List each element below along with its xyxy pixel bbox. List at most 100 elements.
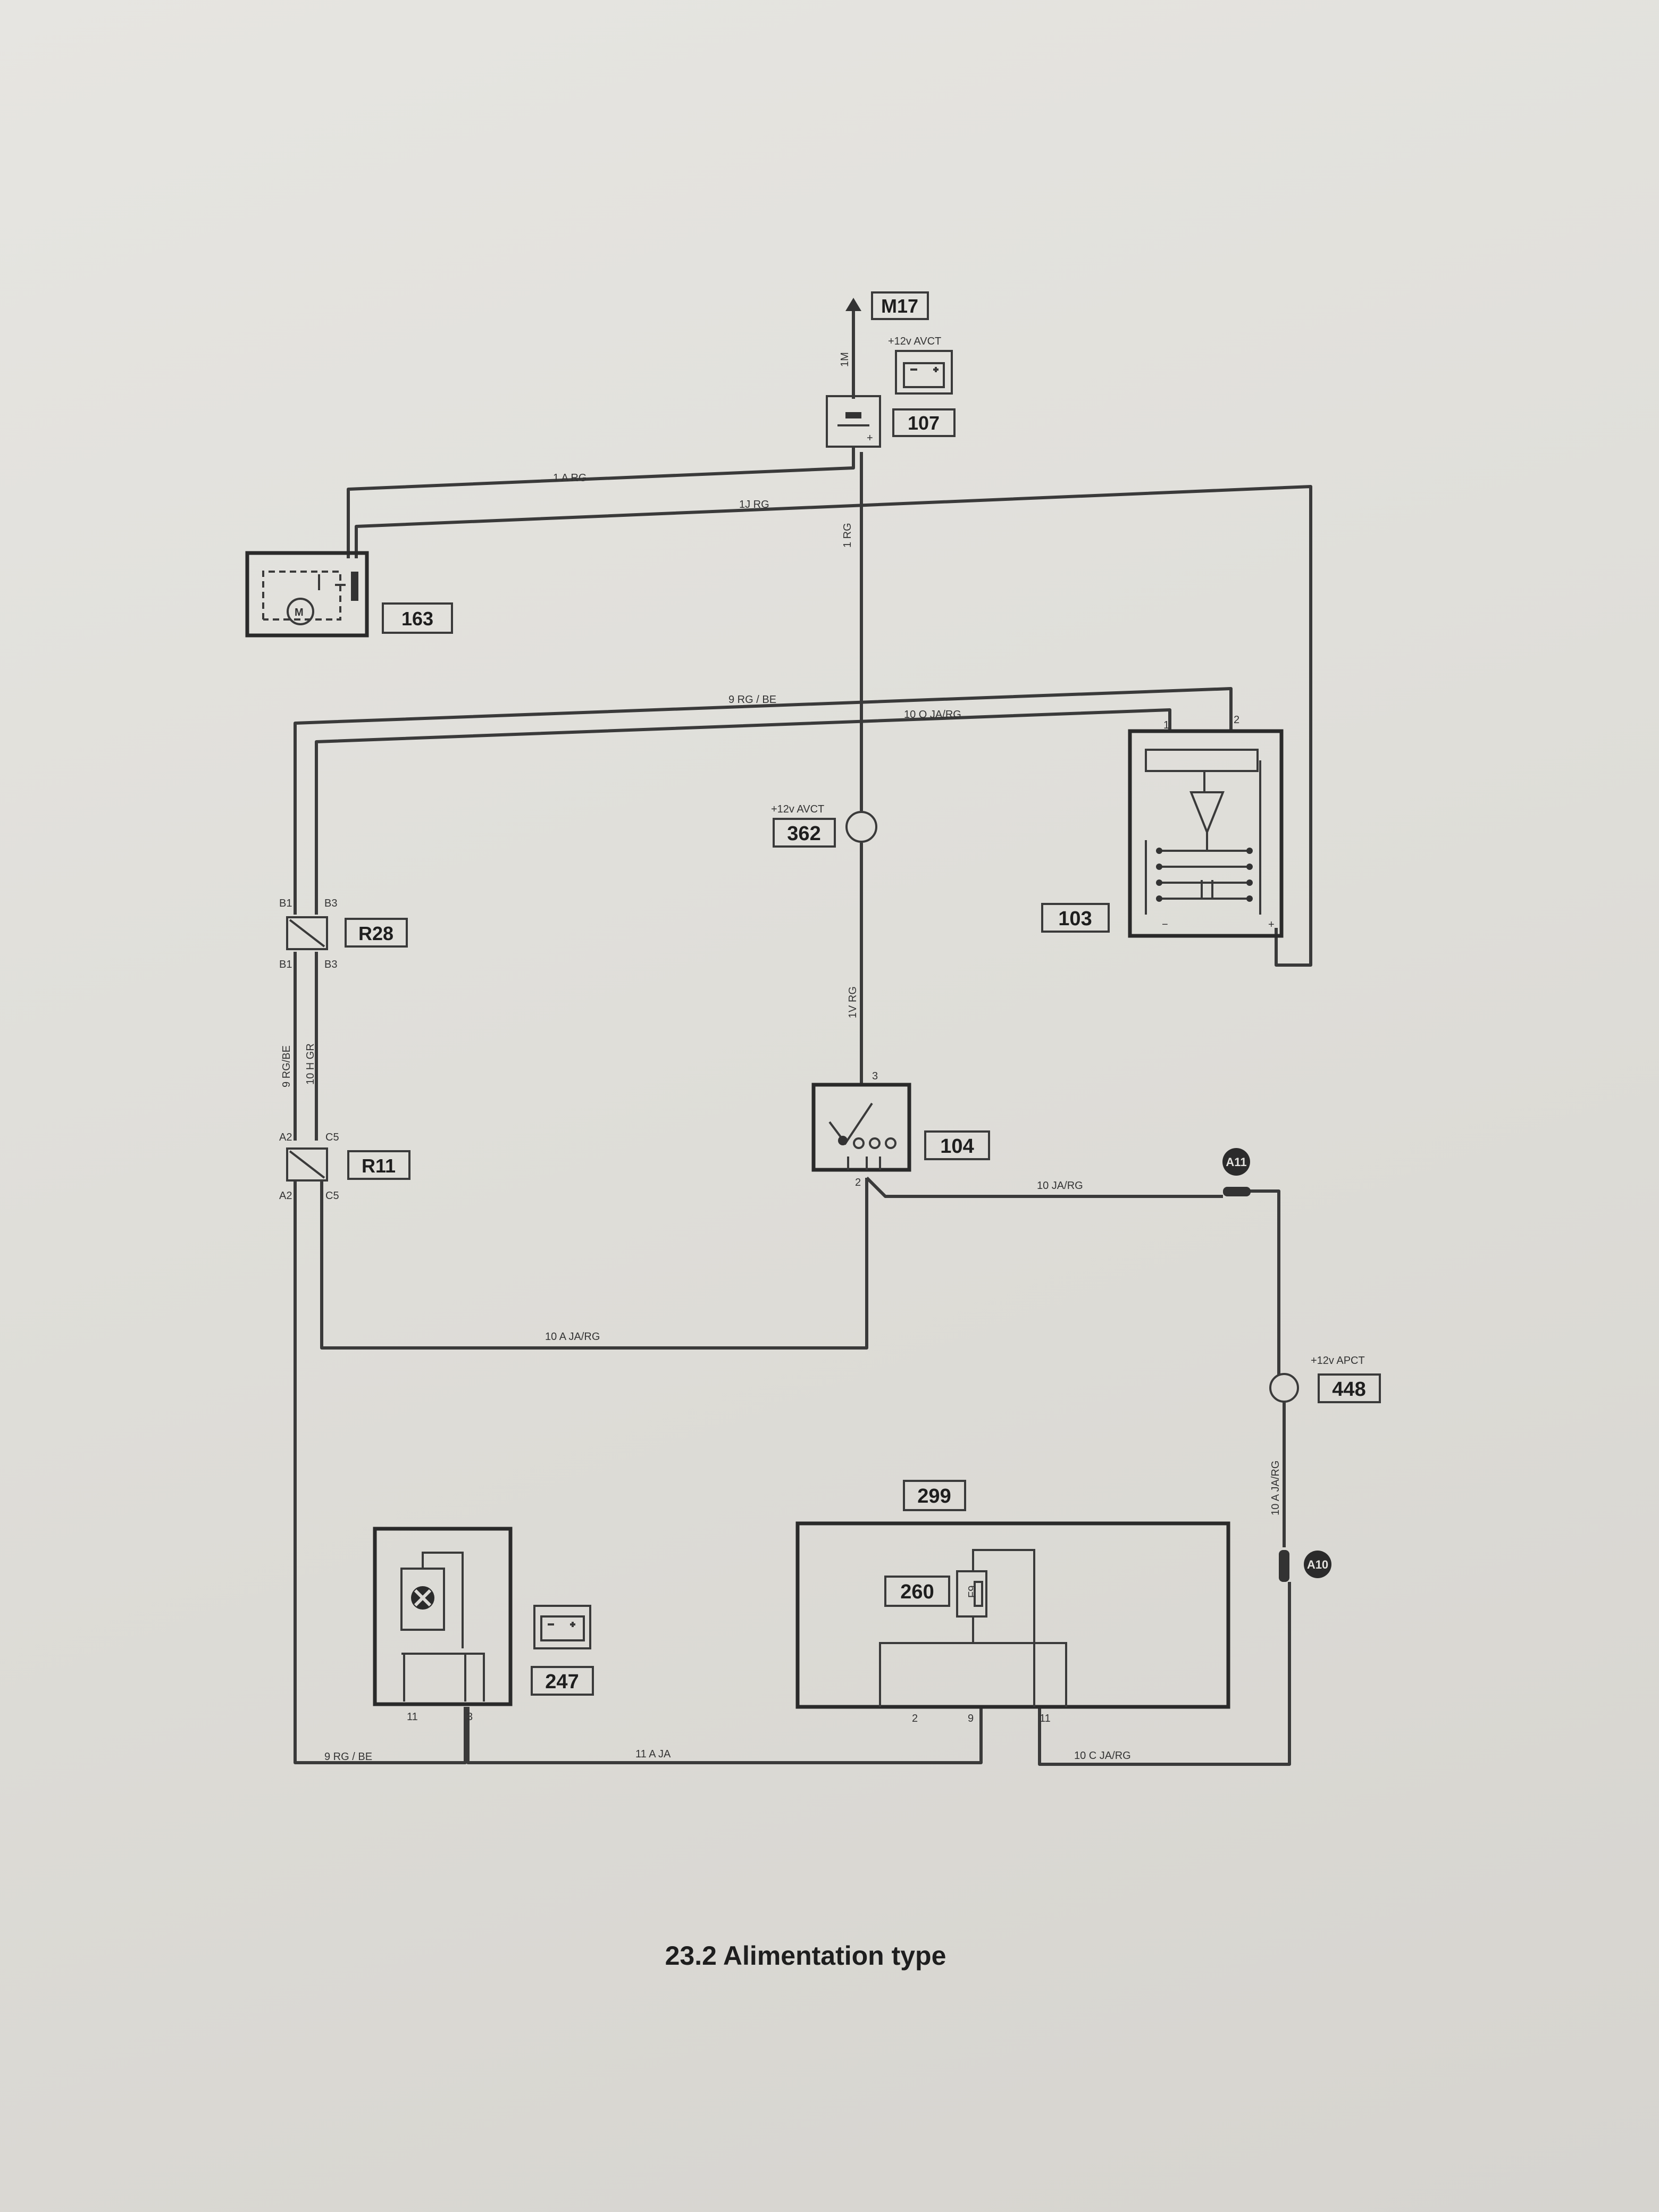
tag-448: 448 <box>1332 1378 1365 1401</box>
wire-1j-rg <box>355 485 1312 967</box>
diagram-caption: 23.2 Alimentation type <box>665 1941 946 1971</box>
battery-icon <box>903 362 945 388</box>
label-1j-rg: 1J RG <box>739 499 769 510</box>
wire-10-jarg-right <box>865 1176 1223 1198</box>
wire-10a-jarg-lower <box>320 1178 868 1350</box>
motor-label: M <box>295 607 304 618</box>
motor-icon <box>287 598 314 625</box>
label-10c-jarg: 10 C JA/RG <box>1074 1750 1131 1762</box>
label-1a-rg: 1 A RG <box>553 472 586 484</box>
wire-a11-to-448 <box>1250 1189 1280 1375</box>
tag-r11: R11 <box>362 1155 396 1177</box>
box-247 <box>373 1527 513 1706</box>
connector-r28: B1 B3 B1 B3 <box>279 898 337 970</box>
wire-9rg-be-lower <box>294 1180 467 1764</box>
connector-a10 <box>1279 1550 1289 1582</box>
battery-terminal-box <box>826 395 881 448</box>
pin-104-2: 2 <box>855 1177 861 1188</box>
supply-point-448 <box>1269 1373 1299 1403</box>
box-103 <box>1128 729 1284 938</box>
label-11a-ja: 11 A JA <box>635 1748 671 1760</box>
tag-m17: M17 <box>881 295 918 317</box>
box-163 <box>245 551 369 638</box>
r11-c5-bot: C5 <box>325 1190 339 1202</box>
fuse-box <box>956 1570 987 1618</box>
wire-9rg-be-top <box>294 687 1233 915</box>
tag-362: 362 <box>787 823 820 845</box>
label-10q-jarg: 10 Q JA/RG <box>904 709 961 720</box>
pin-247-3: 3 <box>467 1711 473 1723</box>
component-107: + <box>826 350 953 448</box>
pin-103-plus: + <box>1268 919 1275 931</box>
label-10h-gr: 10 H GR <box>305 1043 316 1085</box>
pin-104-3: 3 <box>872 1070 878 1082</box>
label-9rg-be-bottom: 9 RG / BE <box>324 1751 372 1763</box>
label-1m-vert: 1M <box>839 352 851 367</box>
battery-symbol-247 <box>533 1605 591 1649</box>
tag-163: 163 <box>401 608 433 630</box>
tag-107: 107 <box>908 412 940 434</box>
diode-bridge-icon <box>1189 771 1225 835</box>
label-1rg-vert: 1 RG <box>842 523 853 548</box>
r11-c5-top: C5 <box>325 1132 339 1143</box>
tag-103: 103 <box>1058 908 1092 930</box>
wire-1a-rg <box>347 447 855 558</box>
battery-icon-247 <box>540 1615 585 1641</box>
component-104: 3 2 <box>811 1070 911 1188</box>
fuse-icon <box>974 1581 983 1607</box>
a11-badge-text: A11 <box>1226 1155 1246 1169</box>
battery-symbol-107 <box>895 350 953 395</box>
pin-299-9: 9 <box>968 1713 974 1724</box>
tag-260: 260 <box>900 1581 934 1603</box>
supply-label-362: +12v AVCT <box>771 803 824 815</box>
wire-10c-jarg <box>1038 1582 1291 1766</box>
r28-b1-top: B1 <box>279 898 292 909</box>
component-299: F9 2 9 11 <box>795 1521 1230 1724</box>
r11-a2-top: A2 <box>279 1132 292 1143</box>
pin-299-11: 11 <box>1040 1713 1051 1724</box>
component-247: 11 3 <box>373 1527 591 1723</box>
r28-b3-bot: B3 <box>324 959 337 970</box>
wire-10q-jarg <box>315 708 1171 915</box>
a10-badge-text: A10 <box>1307 1558 1328 1571</box>
label-9rg-be-vert: 9 RG/BE <box>281 1045 292 1087</box>
wire-11a-ja <box>466 1707 983 1764</box>
battery-cell-icon <box>845 412 861 418</box>
label-9rg-be-top: 9 RG / BE <box>728 694 776 706</box>
r28-b1-bot: B1 <box>279 959 292 970</box>
contact-icon <box>351 572 358 601</box>
label-10a-jarg-bottom: 10 A JA/RG <box>545 1331 600 1343</box>
battery-plus: + <box>867 432 873 444</box>
fuse-label: F9 <box>967 1586 978 1598</box>
pin-247-11: 11 <box>407 1711 418 1723</box>
r11-a2-bot: A2 <box>279 1190 292 1202</box>
label-1v-rg: 1V RG <box>847 986 859 1018</box>
box-104 <box>811 1083 911 1172</box>
connector-a11 <box>1223 1187 1251 1196</box>
label-10-jarg-right: 10 JA/RG <box>1037 1180 1083 1192</box>
a11-badge <box>1222 1148 1250 1176</box>
box-299 <box>795 1521 1230 1709</box>
tag-r28: R28 <box>358 923 393 944</box>
component-103: − + 1 2 <box>1128 714 1284 938</box>
connector-r11: A2 C5 A2 C5 <box>279 1132 339 1202</box>
supply-point-362 <box>845 811 877 843</box>
rotor-bar <box>1145 749 1259 772</box>
switch-icon <box>828 1102 873 1145</box>
supply-label-107: +12v AVCT <box>888 336 941 347</box>
tag-104: 104 <box>940 1135 974 1158</box>
tag-247: 247 <box>545 1671 579 1693</box>
component-tags: M17 107 163 103 362 R28 R11 104 448 299 … <box>345 291 1381 1696</box>
m17-arrow-icon <box>845 298 861 311</box>
pin-299-2: 2 <box>912 1713 918 1724</box>
wire-labels: 1 A RG 1J RG 9 RG / BE 10 Q JA/RG 10 JA/… <box>281 352 1281 1763</box>
pin-103-minus: − <box>1162 919 1168 931</box>
tag-299: 299 <box>917 1485 951 1507</box>
supply-label-448: +12v APCT <box>1311 1355 1365 1367</box>
component-163: M <box>245 551 369 638</box>
label-10a-jarg-vert: 10 A JA/RG <box>1270 1461 1281 1515</box>
r11-body <box>286 1147 328 1182</box>
pin-103-1: 1 <box>1163 719 1169 731</box>
